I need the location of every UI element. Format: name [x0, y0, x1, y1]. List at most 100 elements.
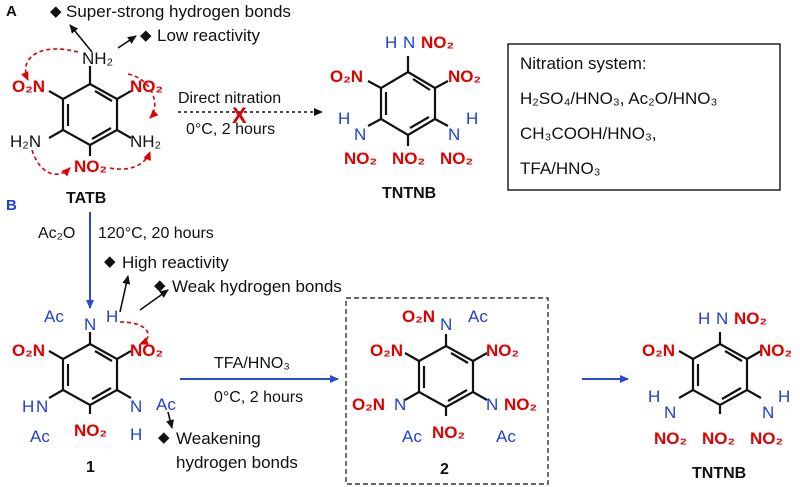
nitration-system-title: Nitration system: [520, 54, 647, 73]
annot-pointer-arrow [69, 24, 93, 53]
c1-h: H [22, 397, 34, 416]
tntnb2-no2: NO₂ [750, 429, 783, 448]
annot-low-reactivity: Low reactivity [157, 26, 260, 45]
c1-no2-right: NO₂ [130, 341, 163, 360]
tntnb-no2-right: NO₂ [448, 67, 481, 86]
annot-pointer-arrow [166, 411, 174, 429]
c1-ac: Ac [30, 427, 50, 446]
hbond-curve [109, 151, 151, 170]
bullet-icon: ◆ [50, 3, 62, 20]
step1-reagent: Ac₂O [38, 225, 75, 242]
c1-n: N [130, 397, 142, 416]
compound-1-label: 1 [86, 459, 95, 476]
panel-b-letter: B [6, 197, 17, 214]
nitration-system-box [507, 43, 781, 191]
step2-reagent: TFA/HNO₃ [214, 355, 290, 372]
tntnb2-n: N [716, 309, 728, 328]
panel-a-letter: A [6, 3, 17, 20]
tatb-no2-bottom: NO₂ [74, 157, 107, 176]
annot-weakening: Weakening [176, 429, 261, 448]
c1-ac: Ac [44, 307, 64, 326]
tntnb-no2: NO₂ [344, 149, 377, 168]
tatb-o2n-left: O₂N [12, 77, 45, 96]
tntnb-n: N [354, 125, 366, 144]
tatb-no2-right: NO₂ [130, 77, 163, 96]
tatb-structure [48, 66, 132, 156]
tntnb2-h: H [648, 387, 660, 406]
step2-conditions: 0°C, 2 hours [214, 389, 303, 406]
tntnb-h: H [466, 109, 478, 128]
tntnb2-no2-top: NO₂ [734, 309, 767, 328]
c1-o2n-left: O₂N [12, 341, 45, 360]
c1-n: N [36, 397, 48, 416]
tntnb-n: N [403, 33, 415, 52]
direct-nitration-label: Direct nitration [178, 90, 281, 107]
compound-1-structure [48, 332, 132, 414]
hbond-curve [31, 149, 71, 177]
tntnb-n: N [448, 125, 460, 144]
annot-pointer-arrow [139, 289, 169, 311]
c2-ac: Ac [402, 427, 422, 446]
c2-ac: Ac [496, 427, 516, 446]
tatb-nh2-right: NH₂ [130, 132, 161, 151]
bullet-icon: ◆ [140, 27, 152, 44]
annot-hbonds: hydrogen bonds [176, 453, 298, 472]
c2-no2: NO₂ [504, 395, 537, 414]
tntnb-h: H [338, 109, 350, 128]
tntnb-no2-top: NO₂ [421, 33, 454, 52]
tntnb-label-final: TNTNB [692, 465, 746, 482]
compound-2-label: 2 [440, 461, 449, 478]
c2-n: N [440, 315, 452, 334]
c1-no2-bottom: NO₂ [74, 421, 107, 440]
tntnb2-h: H [698, 309, 710, 328]
nitration-system-line: CH₃COOH/HNO₃, [520, 124, 657, 143]
compound-2-structure [404, 334, 488, 416]
c2-ac: Ac [468, 307, 488, 326]
c2-n: N [394, 395, 406, 414]
tntnb-label-top: TNTNB [382, 185, 436, 202]
bullet-icon: ◆ [158, 429, 170, 446]
tntnb-no2: NO₂ [440, 149, 473, 168]
tatb-h2n-left: H₂N [10, 132, 41, 151]
compound-2-box [345, 297, 549, 485]
c1-ac: Ac [156, 395, 176, 414]
step1-conditions: 120°C, 20 hours [98, 225, 214, 242]
tntnb-h: H [385, 33, 397, 52]
c1-h: H [106, 307, 118, 326]
c1-h: H [130, 425, 142, 444]
c2-o2n-top: O₂N [402, 307, 435, 326]
tntnb-structure-top [367, 56, 449, 146]
direct-nitration-conditions: 0°C, 2 hours [186, 121, 275, 138]
tntnb2-n: N [762, 403, 774, 422]
nitration-system-line: TFA/HNO₃ [520, 159, 601, 178]
annot-super-strong-hbonds: Super-strong hydrogen bonds [66, 2, 291, 21]
tntnb2-no2-right: NO₂ [759, 341, 792, 360]
c1-n: N [84, 315, 96, 334]
annot-high-reactivity: High reactivity [122, 253, 229, 272]
tntnb2-n: N [664, 403, 676, 422]
fail-x-mark: X [232, 103, 247, 128]
tatb-nh2-top: NH₂ [82, 49, 113, 68]
annot-weak-hbonds: Weak hydrogen bonds [172, 277, 342, 296]
c2-n: N [486, 395, 498, 414]
bullet-icon: ◆ [154, 277, 166, 294]
c2-o2n: O₂N [352, 395, 385, 414]
tntnb-structure-final [678, 332, 762, 414]
hbond-curve [119, 321, 149, 345]
annot-pointer-arrow [119, 275, 131, 313]
tntnb2-h: H [778, 387, 790, 406]
c2-no2-bottom: NO₂ [432, 423, 465, 442]
tntnb-no2: NO₂ [392, 149, 425, 168]
tntnb2-no2: NO₂ [702, 429, 735, 448]
tntnb2-no2: NO₂ [654, 429, 687, 448]
bullet-icon: ◆ [104, 253, 116, 270]
hbond-curve [127, 73, 159, 119]
c2-no2-right: NO₂ [486, 341, 519, 360]
tatb-label: TATB [66, 190, 106, 207]
annot-pointer-arrow [117, 35, 137, 49]
c2-o2n-left: O₂N [370, 341, 403, 360]
hbond-curve [21, 48, 79, 81]
nitration-system-line: H₂SO₄/HNO₃, Ac₂O/HNO₃ [520, 89, 717, 108]
tntnb-o2n-left: O₂N [330, 67, 363, 86]
